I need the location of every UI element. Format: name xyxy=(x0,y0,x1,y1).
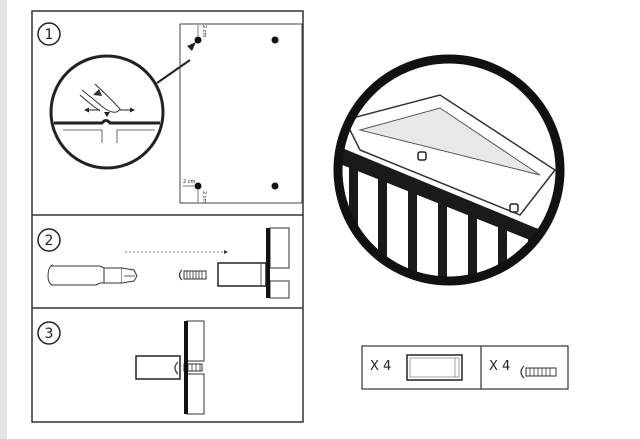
panel-section xyxy=(186,320,205,362)
anchor-sleeve-icon xyxy=(509,203,519,213)
hole-marker xyxy=(271,182,279,190)
screwdriver-icon xyxy=(47,263,138,286)
part-quantity: X 4 xyxy=(489,359,510,374)
step-2-number: 2 xyxy=(45,233,54,249)
anchor-sleeve-icon xyxy=(406,354,463,381)
screw-icon xyxy=(520,365,557,379)
anchor-sleeve-icon xyxy=(417,151,427,161)
part-quantity: X 4 xyxy=(370,359,391,374)
panel-section xyxy=(269,227,290,269)
screw-icon xyxy=(174,361,179,375)
step-3: 3 xyxy=(37,320,205,415)
dimension-label: 2 cm xyxy=(201,25,207,38)
step-3-number-badge xyxy=(37,321,61,345)
screw-icon xyxy=(178,269,207,281)
step-2-number-badge xyxy=(37,228,61,252)
steps-frame xyxy=(31,10,304,423)
magnifier-detail xyxy=(49,54,191,170)
anchor-sleeve-icon xyxy=(217,262,267,287)
step-2: 2 xyxy=(37,227,290,299)
panel-section xyxy=(186,373,205,415)
dimension-label: 2 cm xyxy=(201,191,207,204)
anchor-sleeve-icon xyxy=(135,355,181,380)
step-3-number: 3 xyxy=(45,326,54,342)
step-1: 1 2 cm 2 cm 2 cm xyxy=(37,22,303,204)
panel-section xyxy=(269,280,290,299)
dimension-label: 2 cm xyxy=(183,179,196,185)
step-1-number-badge xyxy=(37,22,61,46)
hole-marker xyxy=(194,36,202,44)
hole-marker xyxy=(271,36,279,44)
cabinet-panel xyxy=(179,23,303,204)
parts-list: X 4 X 4 xyxy=(361,345,569,390)
shelf-mounting-detail xyxy=(333,54,565,286)
hole-marker xyxy=(194,182,202,190)
left-edge-strip xyxy=(0,0,7,439)
arrow-icon xyxy=(187,42,196,51)
step-1-number: 1 xyxy=(45,27,54,43)
